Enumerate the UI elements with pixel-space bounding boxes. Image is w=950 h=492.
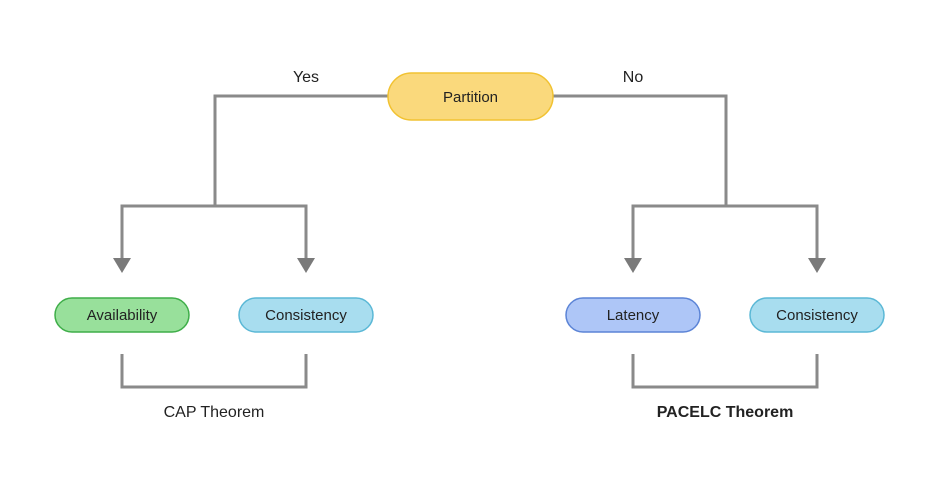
pacelc-bracket xyxy=(631,354,819,389)
arrow-to-pacelc-consistency xyxy=(808,258,826,273)
pacelc-theorem-label: PACELC Theorem xyxy=(657,404,794,421)
cap-consistency-node-label: Consistency xyxy=(265,307,347,324)
cap-consistency-node-shape xyxy=(238,297,374,333)
pacelc-consistency-node-shape xyxy=(749,297,885,333)
connector-partition-to-cap xyxy=(213,94,388,206)
connector-pacelc-branch xyxy=(631,204,819,260)
latency-node: Latency xyxy=(565,297,701,333)
cap-consistency-node: Consistency xyxy=(238,297,374,333)
partition-node-shape xyxy=(387,72,554,121)
availability-node-label: Availability xyxy=(87,307,158,324)
pacelc-consistency-node-label: Consistency xyxy=(776,307,858,324)
cap-bracket xyxy=(120,354,308,389)
arrow-to-availability xyxy=(113,258,131,273)
connector-cap-branch xyxy=(120,204,308,260)
availability-node: Availability xyxy=(54,297,190,333)
availability-node-shape xyxy=(54,297,190,333)
arrow-to-latency xyxy=(624,258,642,273)
connector-partition-to-pacelc xyxy=(553,94,728,206)
latency-node-label: Latency xyxy=(607,307,660,324)
partition-node: Partition xyxy=(387,72,554,121)
no-edge-label: No xyxy=(623,69,644,86)
partition-node-label: Partition xyxy=(443,89,498,106)
arrow-to-cap-consistency xyxy=(297,258,315,273)
pacelc-consistency-node: Consistency xyxy=(749,297,885,333)
cap-theorem-label: CAP Theorem xyxy=(164,404,265,421)
yes-edge-label: Yes xyxy=(293,69,319,86)
latency-node-shape xyxy=(565,297,701,333)
